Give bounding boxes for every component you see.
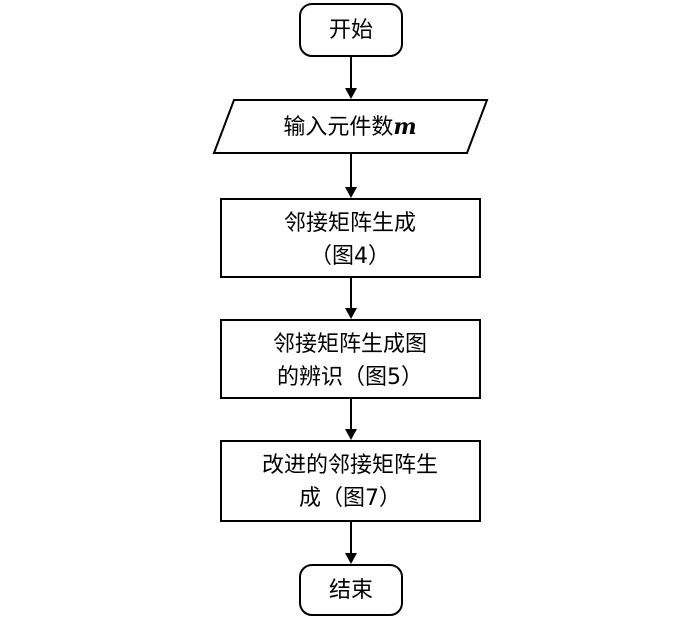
step-graph-identification: 邻接矩阵生成图 的辨识（图5） [220,319,481,399]
step1-line1: 邻接矩阵生成 [284,211,416,236]
arrow-step2-to-step3 [345,398,357,440]
svg-text:输入元件数m: 输入元件数m [283,114,416,140]
input-node: 输入元件数m [212,99,489,154]
step-adjacency-matrix-generation: 邻接矩阵生成 （图4） [220,198,481,278]
step-improved-matrix-generation: 改进的邻接矩阵生 成（图7） [220,440,481,522]
step2-line1: 邻接矩阵生成图 [273,332,427,357]
end-label: 结束 [329,578,373,603]
step1-line2: （图4） [310,244,390,269]
step3-line2: 成（图7） [299,486,401,511]
step3-line1: 改进的邻接矩阵生 [262,453,438,478]
arrow-step1-to-step2 [345,277,357,319]
input-variable: m [393,114,416,140]
input-label: 输入元件数 [283,115,393,140]
arrow-input-to-step1 [345,153,357,198]
step2-line2: 的辨识（图5） [277,365,423,390]
arrow-step3-to-end [345,521,357,564]
arrow-start-to-input [345,56,357,99]
end-node: 结束 [299,564,403,616]
start-label: 开始 [329,18,373,43]
start-node: 开始 [299,3,403,57]
